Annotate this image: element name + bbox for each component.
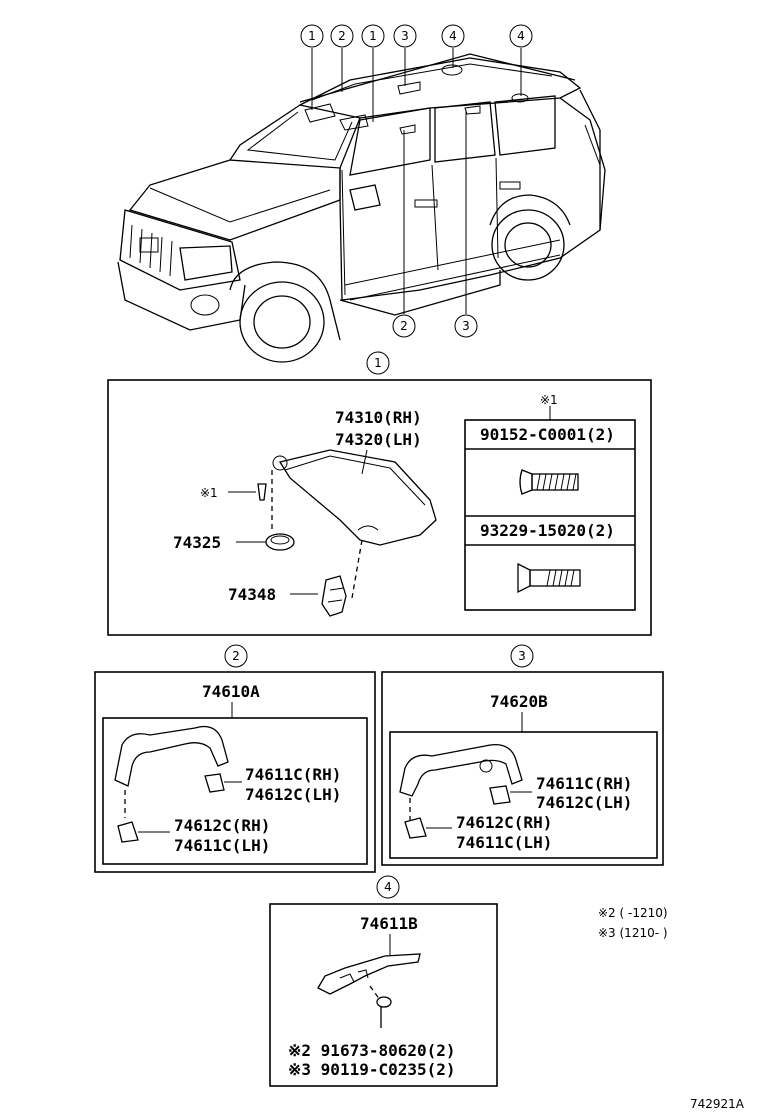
grip-2-assembly-label: 74610A: [202, 682, 260, 701]
grip-2-cap2-a: 74612C(RH): [174, 816, 270, 835]
hardware-1-label: 90152-C0001(2): [480, 425, 615, 444]
grip-4-screw-a: ※2 91673-80620(2): [288, 1041, 456, 1060]
hardware-note-mark: ※1: [540, 393, 558, 407]
holder-part: [265, 533, 295, 551]
top-leaders: [311, 48, 522, 314]
grip-4-part: [317, 953, 421, 995]
svg-text:3: 3: [518, 649, 526, 663]
grip-4-assembly-label: 74611B: [360, 914, 418, 933]
svg-text:1: 1: [308, 29, 316, 43]
legend-note-3: ※3 (1210- ): [598, 926, 668, 940]
grip-2-cap2-b: 74611C(LH): [174, 836, 270, 855]
grip-3-cap1-a: 74611C(RH): [536, 774, 632, 793]
hardware-table: [464, 419, 636, 611]
callout-4a: 4: [441, 24, 465, 48]
vehicle-illustration: [117, 53, 606, 363]
svg-text:1: 1: [369, 29, 377, 43]
diagram-code: 742921A: [690, 1097, 745, 1111]
grip-4-screw-b: ※3 90119-C0235(2): [288, 1060, 456, 1079]
section-1-label: 1: [366, 351, 390, 375]
note-mark-1: ※1: [200, 486, 218, 500]
clip-part: [321, 575, 347, 617]
section-2-inner-box: [102, 717, 368, 865]
grip-2-part: [114, 725, 229, 787]
grip-3-cap-lower: [404, 817, 427, 839]
callout-3b: 3: [454, 314, 478, 338]
svg-text:2: 2: [232, 649, 240, 663]
holder-label: 74325: [173, 533, 221, 552]
section-3-box: [381, 671, 664, 866]
screw-part: [257, 483, 267, 501]
callout-4b: 4: [509, 24, 533, 48]
grip-2-cap-upper: [204, 773, 225, 793]
grip-2-cap1-a: 74611C(RH): [245, 765, 341, 784]
section-2-label: 2: [224, 644, 248, 668]
svg-text:4: 4: [384, 880, 392, 894]
sunvisor-part: [278, 449, 437, 546]
section-2-box: [94, 671, 376, 873]
hardware-2-label: 93229-15020(2): [480, 521, 615, 540]
svg-text:2: 2: [338, 29, 346, 43]
grip-4-screw-part: [376, 996, 392, 1028]
callout-3a: 3: [393, 24, 417, 48]
grip-2-cap1-b: 74612C(LH): [245, 785, 341, 804]
screw-flat-head-part: [517, 562, 581, 594]
grip-3-cap1-b: 74612C(LH): [536, 793, 632, 812]
grip-3-assembly-label: 74620B: [490, 692, 548, 711]
clip-label: 74348: [228, 585, 276, 604]
callout-2b: 2: [392, 314, 416, 338]
grip-3-part: [399, 743, 523, 797]
callout-1b: 1: [361, 24, 385, 48]
sunvisor-lh-label: 74320(LH): [335, 430, 422, 449]
section-3-inner-box: [389, 731, 658, 859]
svg-text:4: 4: [517, 29, 525, 43]
screw-oval-head-part: [519, 469, 579, 495]
section-3-label: 3: [510, 644, 534, 668]
svg-text:2: 2: [400, 319, 408, 333]
section-1-box: [107, 379, 652, 636]
callout-1a: 1: [300, 24, 324, 48]
svg-text:1: 1: [374, 356, 382, 370]
callout-2a: 2: [330, 24, 354, 48]
section-4-box: [269, 903, 498, 1087]
grip-3-cap2-a: 74612C(RH): [456, 813, 552, 832]
grip-3-cap-upper: [489, 785, 511, 805]
svg-text:3: 3: [401, 29, 409, 43]
svg-text:3: 3: [462, 319, 470, 333]
grip-2-cap-lower: [117, 821, 139, 843]
legend-note-2: ※2 ( -1210): [598, 906, 668, 920]
grip-3-cap2-b: 74611C(LH): [456, 833, 552, 852]
section-4-label: 4: [376, 875, 400, 899]
sunvisor-rh-label: 74310(RH): [335, 408, 422, 427]
svg-text:4: 4: [449, 29, 457, 43]
